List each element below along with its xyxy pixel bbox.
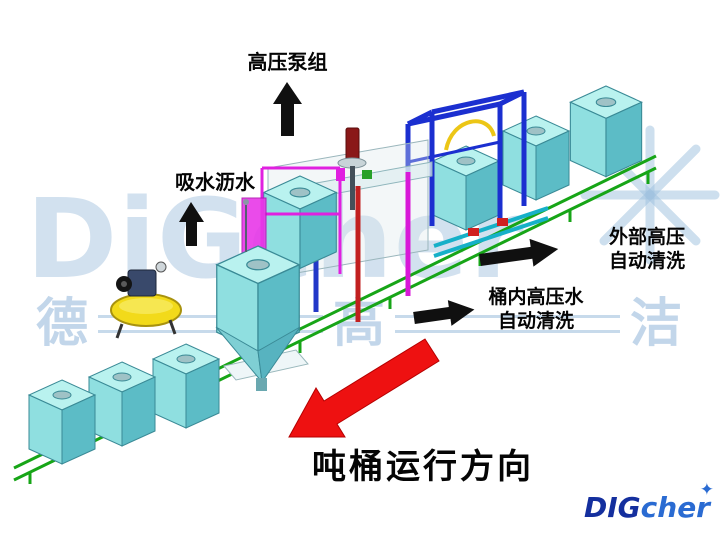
label-internal-clean-line1: 桶内高压水 — [488, 286, 584, 308]
label-pump-group: 高压泵组 — [247, 50, 328, 74]
watermark-char-de: 德 — [36, 294, 89, 354]
label-direction: 吨桶运行方向 — [312, 447, 534, 487]
label-absorb-drain: 吸水沥水 — [175, 170, 255, 194]
roller-conveyor-teal — [433, 206, 549, 258]
ibc-tote-gantry — [432, 145, 500, 231]
logo-star-icon: ✦ — [699, 480, 714, 500]
roller-red-2 — [497, 218, 508, 226]
ibc-tote-7 — [502, 115, 570, 201]
logo-text-dig: DIG — [584, 491, 641, 524]
funnel-right — [257, 326, 301, 384]
label-external-clean-line1: 外部高压 — [608, 226, 685, 248]
watermark-char-jie: 洁 — [630, 294, 683, 354]
ibc-tote-3 — [152, 343, 220, 429]
label-external-clean: 外部高压 自动清洗 — [588, 226, 706, 274]
ibc-tote-1 — [28, 379, 96, 465]
roller-red — [468, 228, 479, 236]
logo: ✦ DIGcher — [576, 482, 714, 524]
watermark-double-line — [98, 315, 323, 333]
hose-yellow — [444, 119, 496, 151]
watermark-chinese: 德 高 洁 — [36, 298, 682, 350]
right-arrow-internal-icon — [413, 300, 475, 326]
watermark-double-line — [395, 315, 620, 333]
label-internal-clean-line2: 自动清洗 — [497, 309, 574, 332]
label-internal-clean: 桶内高压水 自动清洗 — [472, 286, 600, 334]
lance-head — [243, 199, 249, 205]
ibc-tote-2 — [88, 361, 156, 447]
logo-text-cher: cher — [640, 491, 710, 524]
right-arrow-external-icon — [479, 238, 559, 267]
funnel-chute — [256, 378, 267, 391]
direction-arrow-red — [288, 338, 440, 438]
up-arrow-pump-icon — [273, 82, 302, 136]
label-external-clean-line2: 自动清洗 — [608, 249, 685, 272]
air-compressor — [110, 261, 182, 339]
up-arrow-drain-icon — [179, 202, 204, 246]
ibc-tote-8 — [569, 85, 643, 178]
